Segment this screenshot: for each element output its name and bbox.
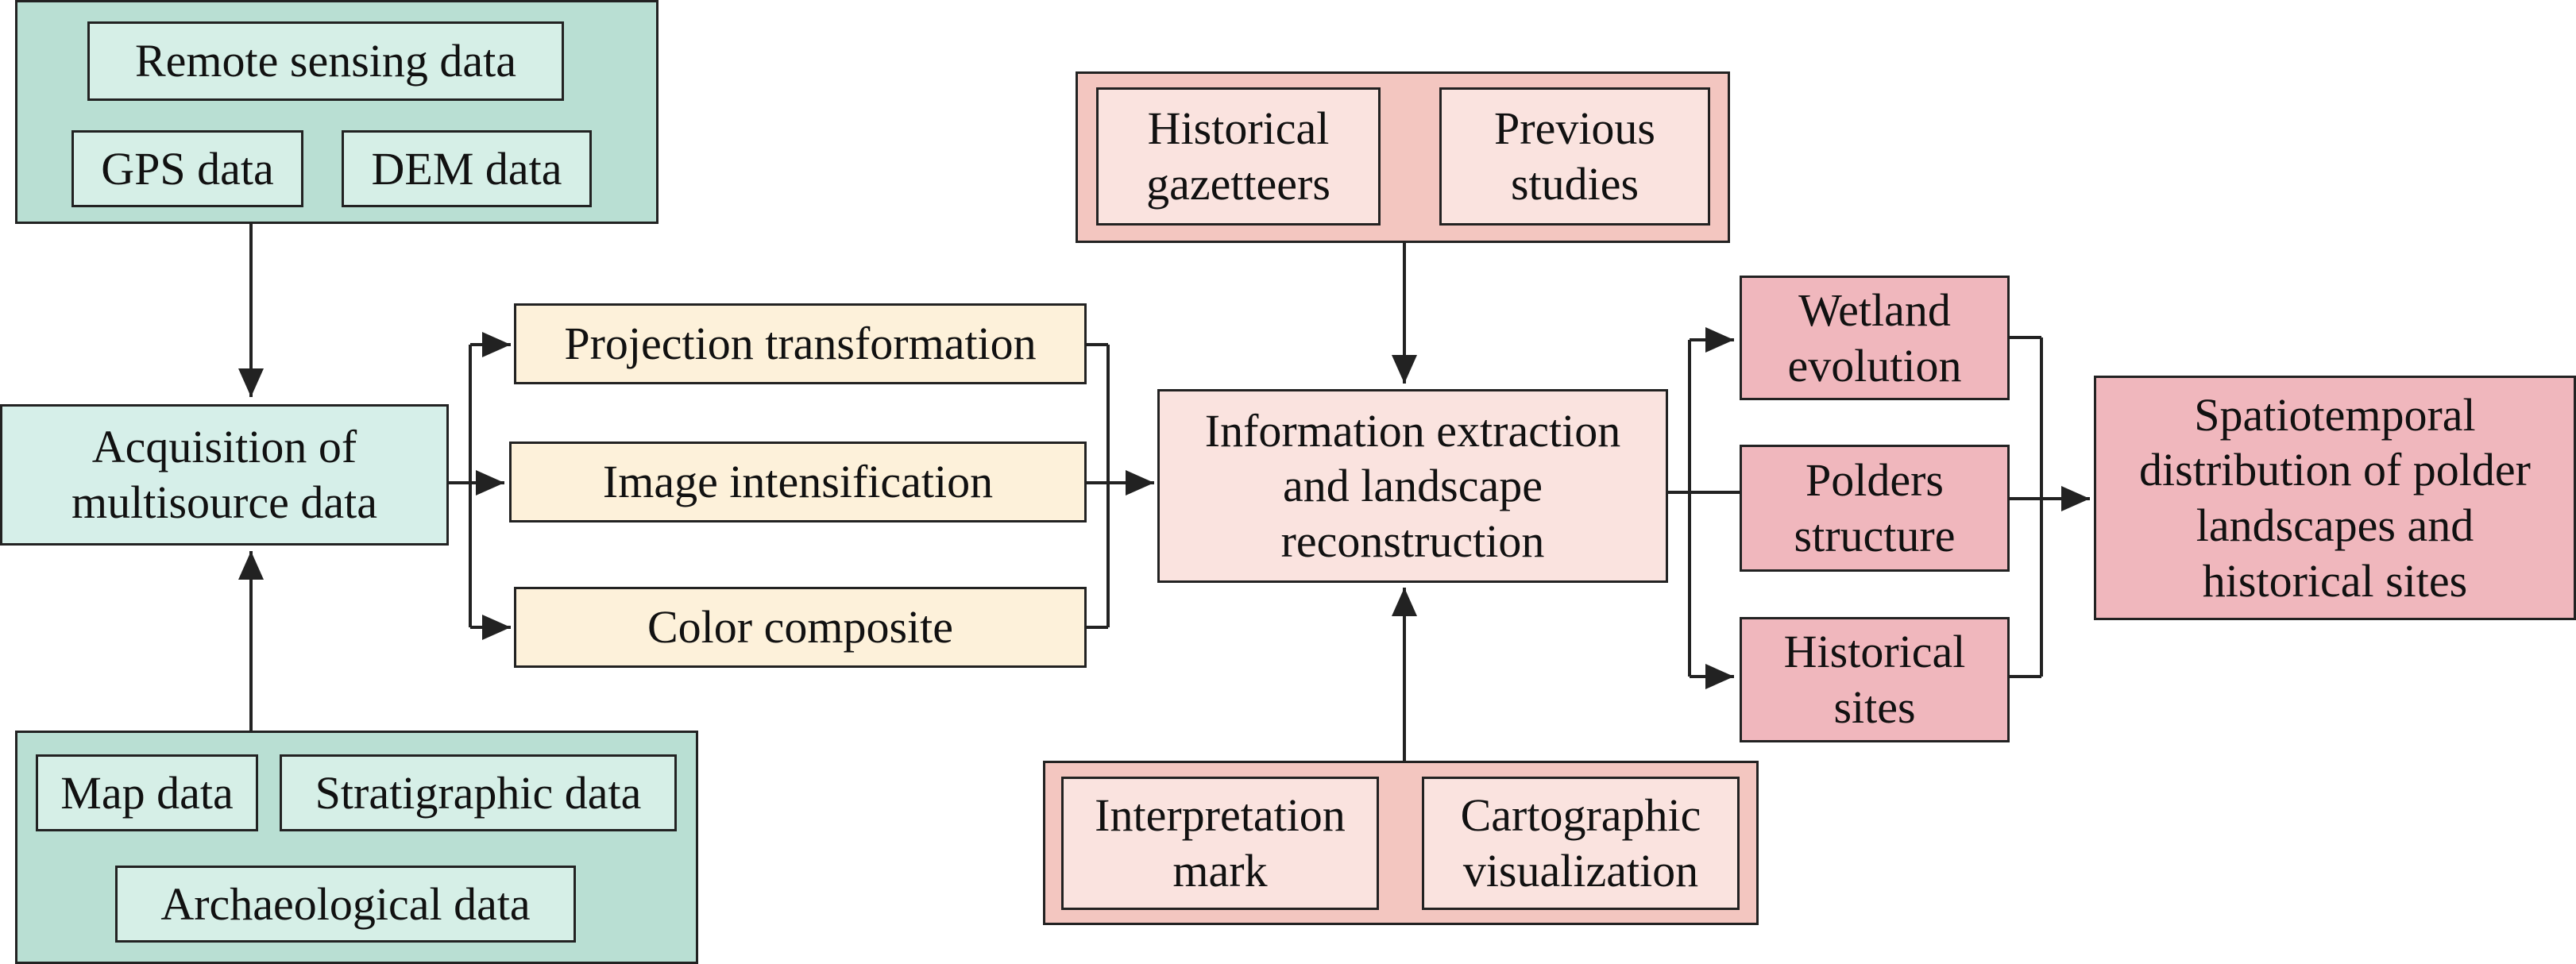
acquisition-box: Acquisition of multisource data — [0, 404, 449, 546]
map-data-box: Map data — [36, 754, 258, 831]
dem-data-box: DEM data — [342, 130, 592, 207]
projection-transformation-box: Projection transformation — [514, 303, 1087, 384]
connector-outputs-to-result — [2010, 336, 2090, 678]
image-intensification-box: Image intensification — [509, 442, 1087, 522]
previous-studies-box: Previous studies — [1439, 87, 1710, 226]
interpretation-mark-box: Interpretation mark — [1061, 777, 1379, 910]
connector-acquisition-to-processing — [449, 332, 511, 640]
connector-processing-to-extraction — [1087, 343, 1154, 629]
archaeological-data-box: Archaeological data — [115, 866, 576, 943]
spatiotemporal-distribution-box: Spatiotemporal distribution of polder la… — [2094, 376, 2576, 620]
connector-extraction-to-outputs — [1668, 327, 1740, 689]
historical-sites-box: Historical sites — [1740, 617, 2010, 742]
stratigraphic-data-box: Stratigraphic data — [280, 754, 677, 831]
color-composite-box: Color composite — [514, 587, 1087, 668]
information-extraction-box: Information extraction and landscape rec… — [1157, 389, 1668, 583]
wetland-evolution-box: Wetland evolution — [1740, 276, 2010, 400]
gps-data-box: GPS data — [71, 130, 303, 207]
remote-sensing-data-box: Remote sensing data — [87, 21, 564, 101]
cartographic-visualization-box: Cartographic visualization — [1422, 777, 1740, 910]
polders-structure-box: Polders structure — [1740, 445, 2010, 572]
historical-gazetteers-box: Historical gazetteers — [1096, 87, 1381, 226]
